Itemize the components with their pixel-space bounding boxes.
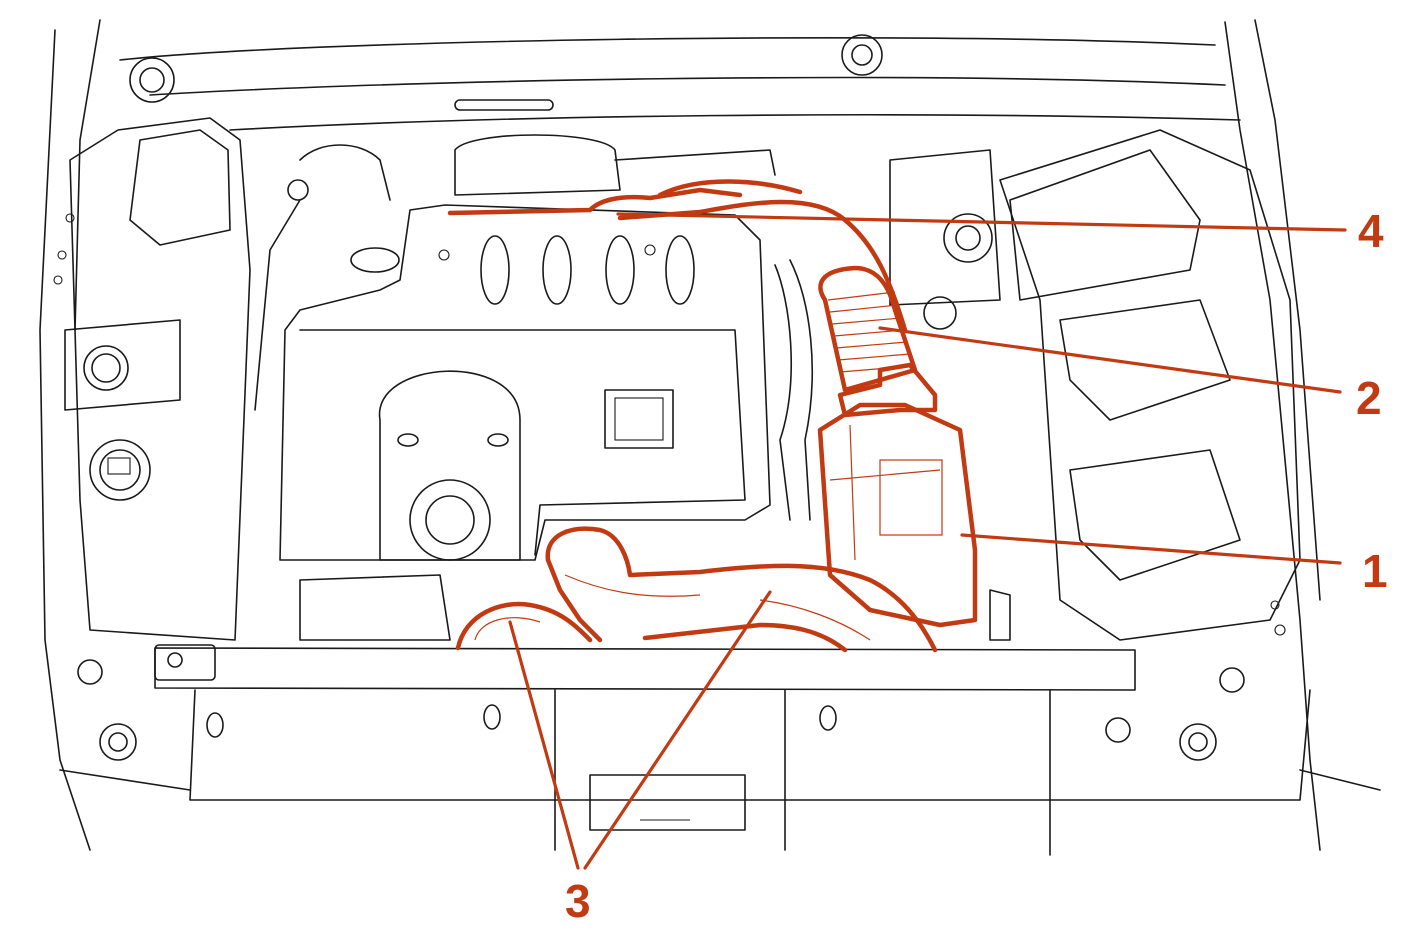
highlighted-components — [447, 179, 978, 653]
car-body-outline — [39, 19, 1321, 851]
leader-line-2 — [878, 326, 1342, 394]
callout-label-1: 1 — [1362, 545, 1388, 597]
left-reservoir-assembly — [53, 117, 251, 641]
callout-label-3: 3 — [565, 875, 591, 927]
part-2-hose — [818, 265, 918, 393]
part-3-duct — [545, 526, 938, 653]
part-3-elbow — [455, 601, 593, 651]
misc-hoses — [254, 134, 1011, 641]
leader-line-3b — [583, 590, 772, 870]
part-4-outline — [447, 187, 743, 216]
callout-label-4: 4 — [1358, 205, 1384, 257]
part-1-housing — [817, 402, 978, 628]
front-crossmember — [59, 644, 1381, 856]
leader-line-1 — [960, 533, 1342, 565]
leader-line-3a — [508, 620, 580, 870]
leader-line-4 — [616, 212, 1347, 232]
right-strut-assembly — [889, 129, 1301, 641]
leader-lines — [508, 212, 1347, 870]
callout-label-2: 2 — [1356, 372, 1382, 424]
engine-cover — [279, 204, 771, 561]
